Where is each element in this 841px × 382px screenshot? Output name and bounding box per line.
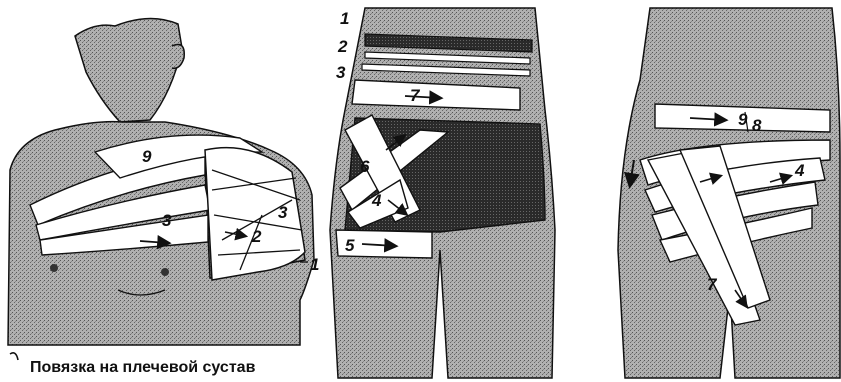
hip-front-turn-7: 7: [410, 86, 421, 105]
shoulder-turn-2: 2: [251, 227, 262, 246]
shoulder-turn-3-chest: 3: [162, 211, 172, 230]
hip-front-turn-3: 3: [336, 63, 346, 82]
hip-front-turn-5: 5: [345, 236, 355, 255]
hip-front-figure: 1 2 3 7 6 4 5: [330, 8, 555, 378]
hip-front-turn-6: 6: [360, 157, 370, 176]
hip-back-turn-4: 4: [794, 161, 805, 180]
caption-mark: [10, 353, 18, 360]
hip-front-turn-1: 1: [340, 9, 349, 28]
shoulder-turn-1: 1: [310, 255, 319, 274]
hip-back-turn-8: 8: [752, 116, 762, 135]
figure-caption: Повязка на плечевой сустав: [30, 359, 255, 377]
hip-front-turn-4: 4: [371, 191, 382, 210]
hip-back-figure: 9 8 4 7: [618, 8, 840, 378]
shoulder-turn-9: 9: [142, 147, 152, 166]
shoulder-figure: 9 3 3 2 1: [8, 18, 319, 345]
hip-back-turn-9: 9: [738, 110, 748, 129]
shoulder-turn-3-arm: 3: [278, 203, 288, 222]
hip-front-turn-2: 2: [337, 37, 348, 56]
hip-back-turn-7: 7: [707, 275, 718, 294]
